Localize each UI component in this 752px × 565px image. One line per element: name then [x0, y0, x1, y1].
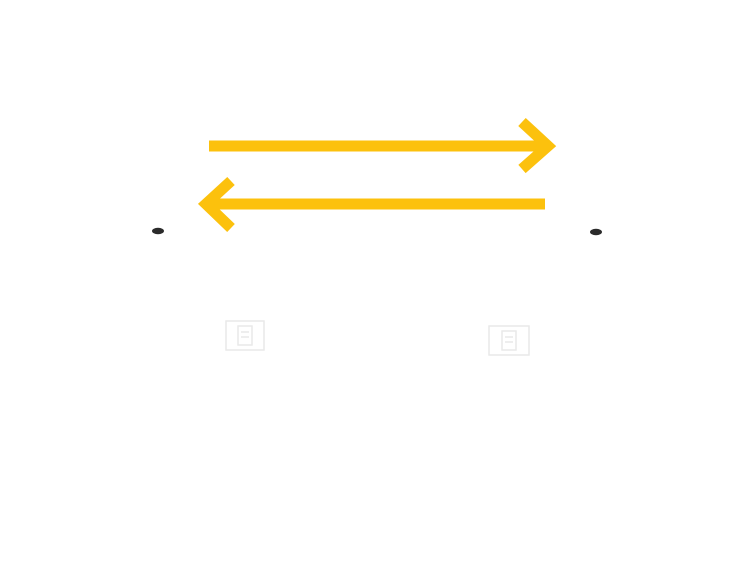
left-endpoint-dot	[152, 227, 164, 235]
right-arrow	[209, 117, 557, 174]
right-arrow-head	[518, 117, 557, 174]
left-arrow	[197, 176, 545, 232]
right-document-icon	[488, 325, 530, 356]
right-endpoint-dot	[590, 228, 602, 236]
left-arrow-head	[197, 176, 235, 232]
left-document-icon	[225, 320, 265, 351]
